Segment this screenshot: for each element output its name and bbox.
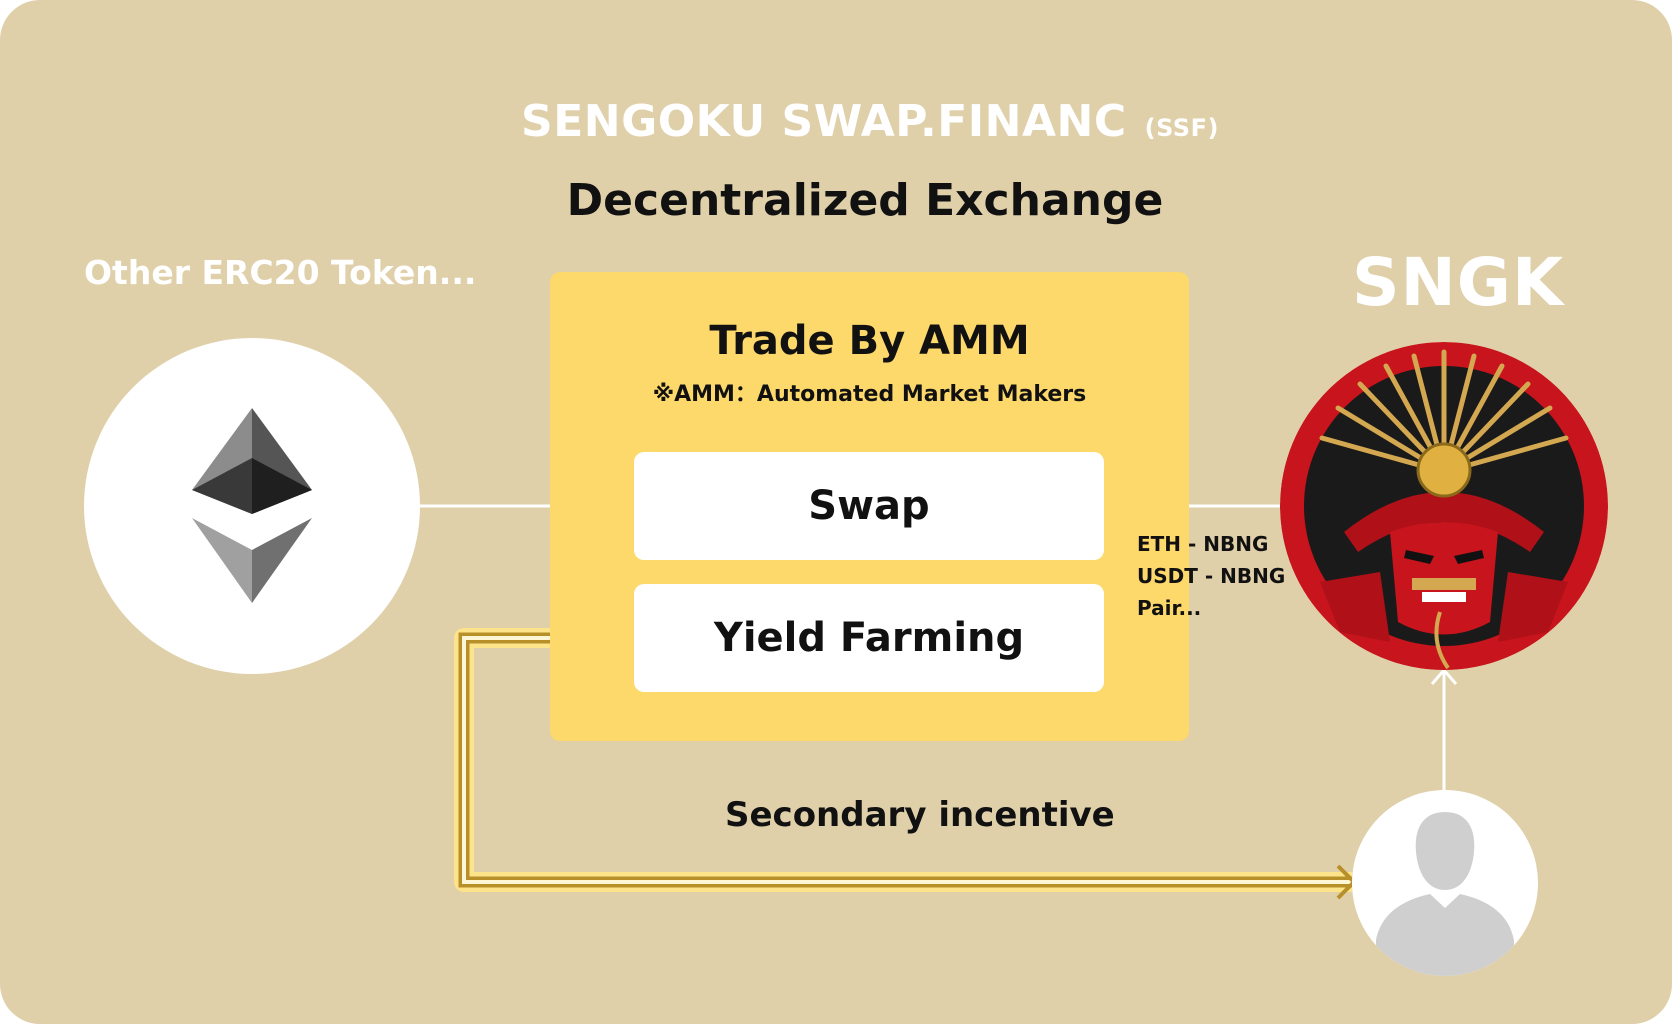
pair-more: Pair... [1137, 596, 1202, 620]
page-title: SENGOKU SWAP.FINANC (SSF) [0, 96, 1672, 147]
swap-card: Swap [634, 452, 1104, 560]
sngk-token-circle [1280, 342, 1608, 670]
user-avatar-circle [1352, 790, 1538, 976]
trading-pairs-list: ETH - NBNG USDT - NBNG Pair... [1137, 528, 1285, 624]
title-main: SENGOKU SWAP.FINANC [521, 96, 1127, 147]
incentive-line-inner [462, 636, 1352, 884]
sngk-arrowhead [1430, 667, 1458, 685]
secondary-incentive-label: Secondary incentive [725, 795, 1115, 835]
ethereum-icon [192, 408, 312, 603]
ethereum-token-circle [84, 338, 420, 674]
erc20-token-label: Other ERC20 Token... [84, 253, 477, 292]
samurai-helmet-icon [1280, 342, 1608, 670]
amm-title: Trade By AMM [709, 318, 1030, 364]
title-suffix: (SSF) [1144, 114, 1219, 142]
page-subtitle: Decentralized Exchange [566, 175, 1164, 226]
amm-note: ※AMM：Automated Market Makers [652, 382, 1087, 407]
yield-farming-card: Yield Farming [634, 584, 1104, 692]
amm-box: Trade By AMM ※AMM：Automated Market Maker… [550, 272, 1189, 741]
pair-eth-nbng: ETH - NBNG [1137, 532, 1269, 556]
pair-usdt-nbng: USDT - NBNG [1137, 564, 1286, 588]
user-avatar-icon [1376, 812, 1514, 976]
sngk-label: SNGK [1352, 244, 1565, 321]
